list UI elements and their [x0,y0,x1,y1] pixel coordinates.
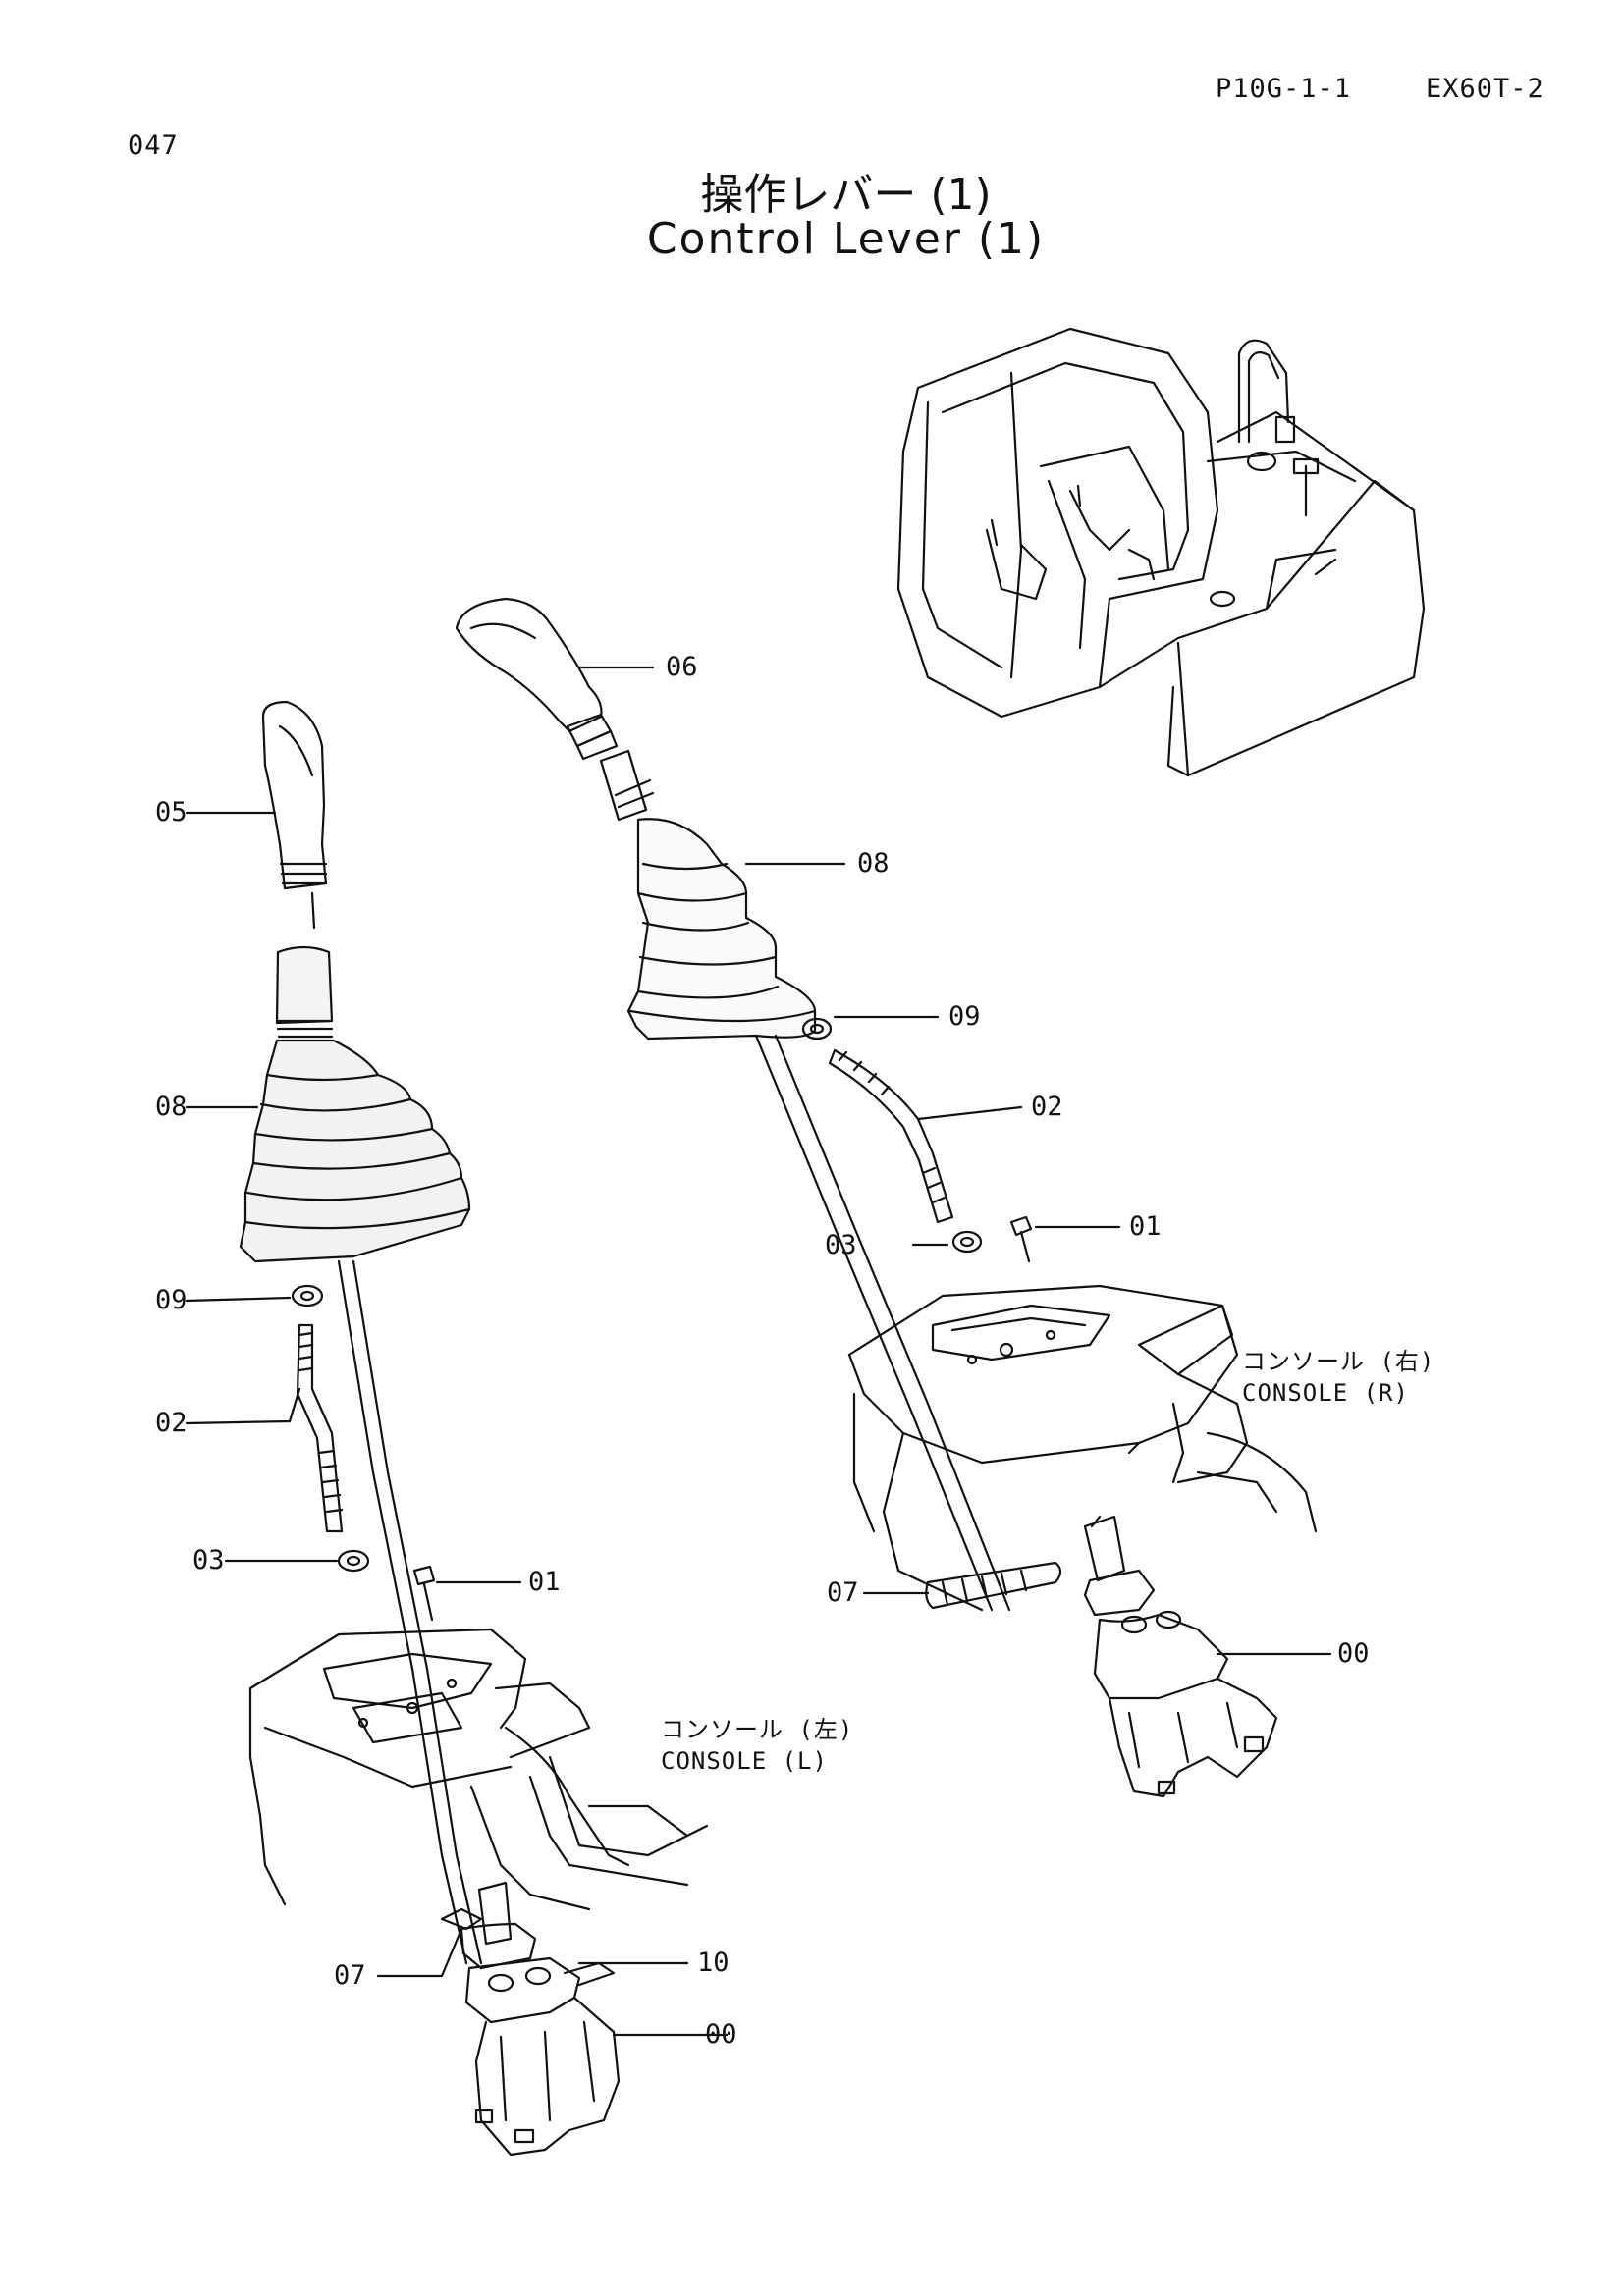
callout-08-right: 08 [857,848,890,879]
callout-09-right: 09 [948,1001,981,1032]
callout-07-left: 07 [334,1960,366,1991]
title-japanese: 操作レバー (1) [700,170,992,220]
console-right-en: CONSOLE (R) [1242,1379,1409,1407]
page-reference: P10G-1-1 [1216,74,1352,104]
callout-08-left: 08 [155,1092,188,1122]
excavator-overview [896,327,1426,777]
callout-05: 05 [155,797,188,828]
console-left-en: CONSOLE (L) [661,1747,828,1775]
callout-03-right: 03 [825,1230,857,1260]
right-lever-assembly [455,597,1332,1798]
console-right-label: コンソール (右) CONSOLE (R) [1242,1346,1434,1409]
console-left-jp: コンソール (左) [661,1716,854,1743]
callout-00-right: 00 [1337,1638,1370,1669]
left-lever-assembly [185,700,729,2157]
callout-06: 06 [666,652,698,682]
callout-01-right: 01 [1129,1211,1162,1242]
console-right-jp: コンソール (右) [1242,1348,1435,1375]
callout-10: 10 [697,1948,730,1978]
callout-02-right: 02 [1031,1092,1063,1122]
callout-09-left: 09 [155,1285,188,1315]
model-reference: EX60T-2 [1426,74,1544,104]
callout-03-left: 03 [192,1545,225,1575]
console-left-label: コンソール (左) CONSOLE (L) [661,1714,853,1777]
callout-07-right: 07 [827,1577,859,1608]
callout-01-left: 01 [528,1567,561,1597]
diagram-code: 047 [128,131,179,161]
callout-00-left: 00 [705,2019,737,2050]
title-english: Control Lever (1) [646,214,1046,264]
callout-02-left: 02 [155,1408,188,1438]
